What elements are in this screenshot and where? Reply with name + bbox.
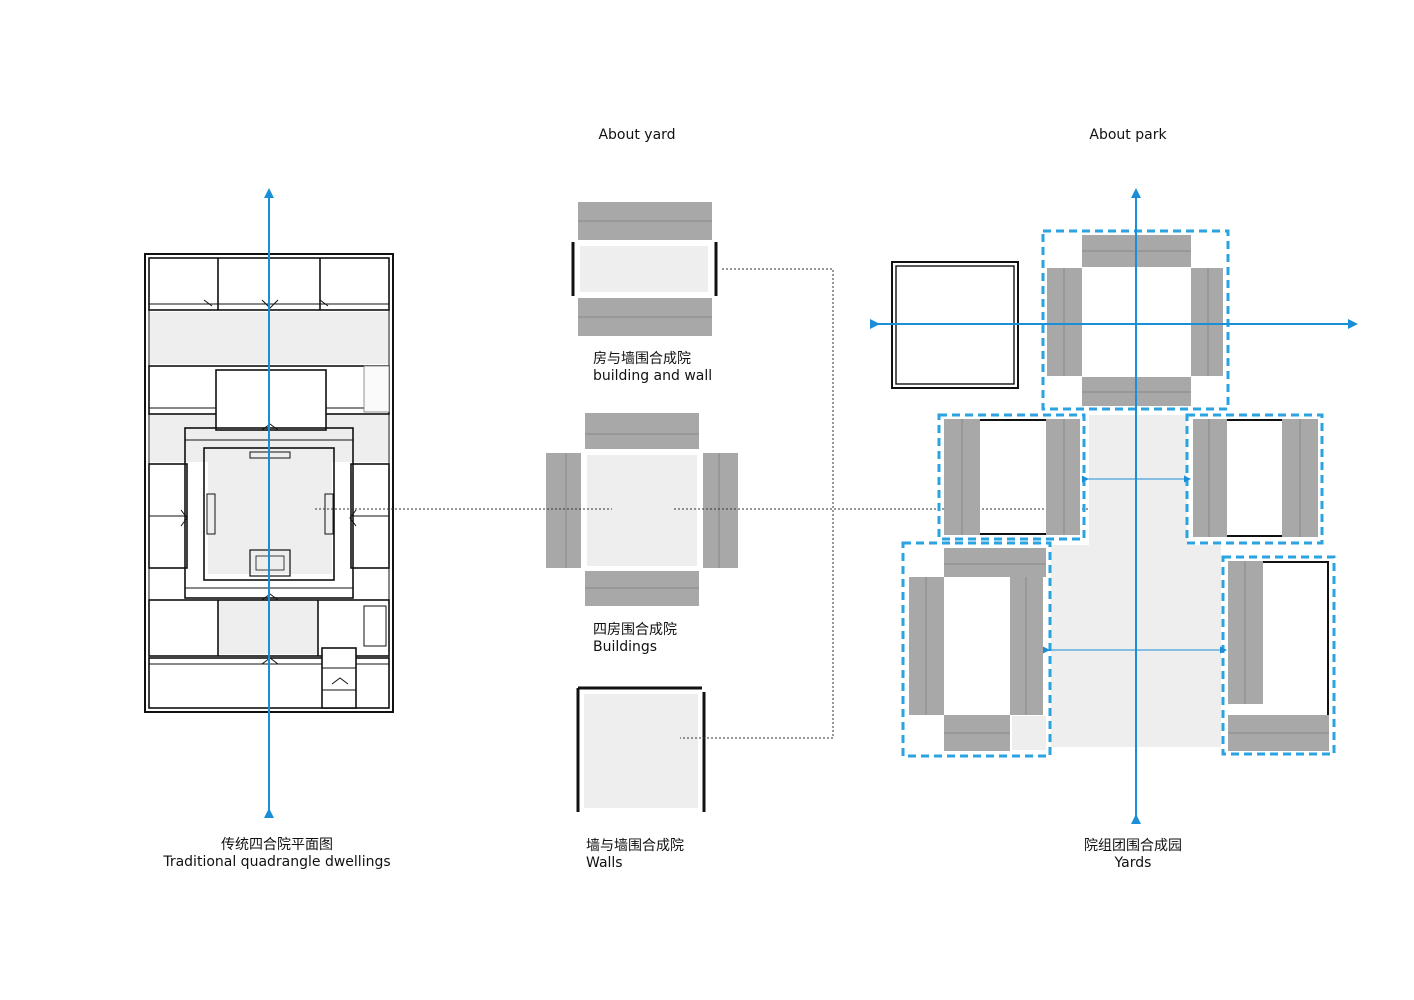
caption-building-wall-zh: 房与墙围合成院 [593,351,691,367]
caption-building-wall: 房与墙围合成院 building and wall [593,351,712,385]
caption-walls: 墙与墙围合成院 Walls [586,838,684,872]
caption-buildings-en: Buildings [593,639,658,655]
park-diagram [870,188,1358,824]
caption-traditional: 传统四合院平面图 Traditional quadrangle dwelling… [157,837,397,871]
caption-yards-zh: 院组团围合成园 [1084,838,1182,854]
caption-traditional-en: Traditional quadrangle dwellings [163,854,391,870]
caption-walls-zh: 墙与墙围合成院 [586,838,684,854]
heading-about-yard: About yard [598,127,676,143]
bottom-right-yard-frame [1221,555,1336,756]
caption-yards: 院组团围合成园 Yards [1063,838,1203,872]
caption-buildings: 四房围合成院 Buildings [593,622,677,656]
caption-building-wall-en: building and wall [593,368,713,384]
mid-left-yard-frame [937,413,1086,541]
four-buildings-diagram [546,413,738,606]
dotted-connectors [315,268,1094,739]
caption-yards-en: Yards [1114,855,1152,871]
caption-traditional-zh: 传统四合院平面图 [221,837,333,853]
walls-diagram [576,686,706,812]
caption-walls-en: Walls [586,855,623,871]
building-and-wall-diagram [571,202,718,336]
caption-buildings-zh: 四房围合成院 [593,622,677,638]
heading-about-park: About park [1089,127,1167,143]
